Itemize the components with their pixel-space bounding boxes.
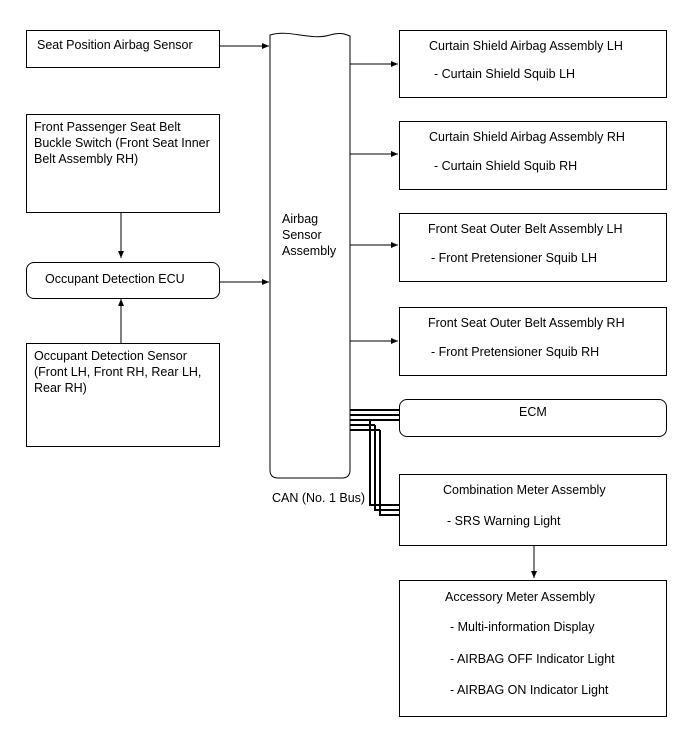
belt-lh-sub: - Front Pretensioner Squib LH: [431, 251, 598, 265]
occupant-ecu-box: Occupant Detection ECU: [26, 262, 220, 299]
ecm-box: ECM: [399, 399, 667, 437]
seat-position-sensor-box: Seat Position Airbag Sensor: [26, 30, 220, 68]
can-bus-label: CAN (No. 1 Bus): [272, 491, 366, 505]
belt-lh-box: Front Seat Outer Belt Assembly LH - Fron…: [399, 213, 667, 282]
curtain-rh-title: Curtain Shield Airbag Assembly RH: [429, 130, 625, 144]
seat-position-sensor-label: Seat Position Airbag Sensor: [37, 38, 193, 52]
belt-lh-title: Front Seat Outer Belt Assembly LH: [428, 222, 623, 236]
airbag-sensor-assembly-shape: [269, 32, 351, 479]
accessory-meter-title: Accessory Meter Assembly: [445, 590, 596, 604]
occupant-ecu-label: Occupant Detection ECU: [45, 272, 185, 286]
accessory-item-airbag-off: - AIRBAG OFF Indicator Light: [450, 652, 615, 666]
curtain-rh-sub: - Curtain Shield Squib RH: [434, 159, 578, 173]
combination-meter-box: Combination Meter Assembly - SRS Warning…: [399, 474, 667, 546]
accessory-item-multi-info: - Multi-information Display: [450, 620, 595, 634]
belt-rh-box: Front Seat Outer Belt Assembly RH - Fron…: [399, 307, 667, 376]
airbag-sensor-label-line1: Airbag: [282, 212, 319, 226]
accessory-item-airbag-on: - AIRBAG ON Indicator Light: [450, 683, 609, 697]
combination-meter-sub: - SRS Warning Light: [447, 514, 561, 528]
curtain-lh-box: Curtain Shield Airbag Assembly LH - Curt…: [399, 30, 667, 98]
airbag-sensor-label-line3: Assembly: [282, 244, 337, 258]
occupant-sensor-box: Occupant Detection Sensor (Front LH, Fro…: [26, 343, 220, 447]
buckle-switch-box: Front Passenger Seat Belt Buckle Switch …: [26, 114, 220, 213]
accessory-meter-box: Accessory Meter Assembly - Multi-informa…: [399, 580, 667, 717]
combination-meter-title: Combination Meter Assembly: [443, 483, 606, 497]
can-bus-lines: [350, 409, 399, 516]
airbag-sensor-label-line2: Sensor: [282, 228, 322, 242]
buckle-switch-label: Front Passenger Seat Belt Buckle Switch …: [34, 120, 210, 166]
ecm-label: ECM: [519, 405, 547, 419]
occupant-sensor-label: Occupant Detection Sensor (Front LH, Fro…: [34, 349, 202, 395]
belt-rh-title: Front Seat Outer Belt Assembly RH: [428, 316, 625, 330]
belt-rh-sub: - Front Pretensioner Squib RH: [431, 345, 600, 359]
curtain-lh-sub: - Curtain Shield Squib LH: [434, 67, 576, 81]
curtain-lh-title: Curtain Shield Airbag Assembly LH: [429, 39, 623, 53]
curtain-rh-box: Curtain Shield Airbag Assembly RH - Curt…: [399, 121, 667, 190]
